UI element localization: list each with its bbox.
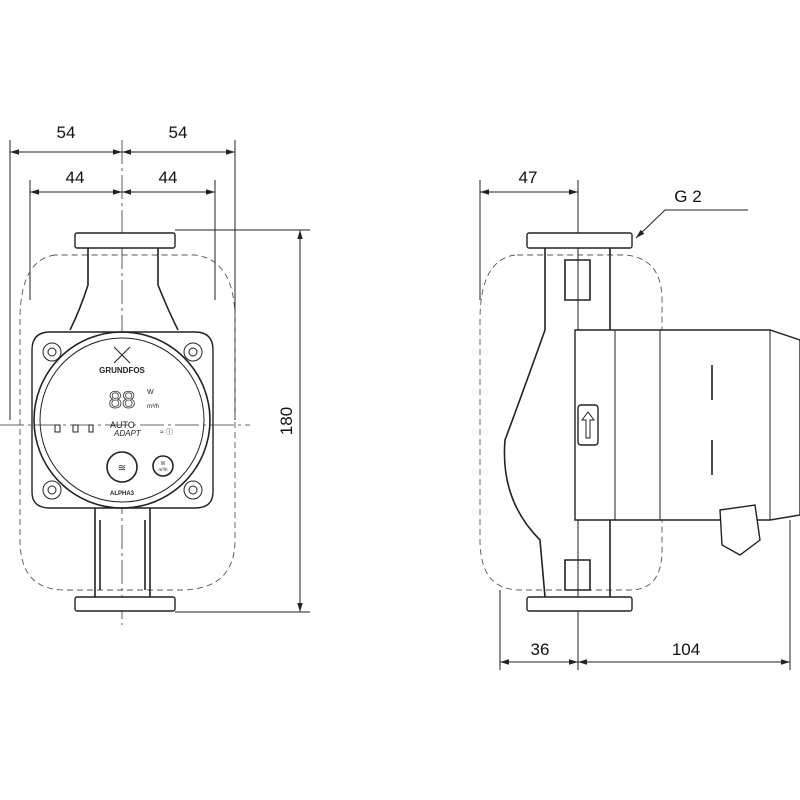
- unit-button-top: W: [161, 461, 166, 467]
- dim-bottom-right: 104: [672, 640, 700, 659]
- thread-label: G 2: [674, 187, 701, 206]
- front-view: 54 54 44 44 180 GRUNDFOS 88 W m³/h AUTO …: [0, 123, 310, 625]
- flow-direction-arrow-icon: [577, 404, 599, 446]
- dim-inner-right: 44: [159, 168, 178, 187]
- dim-inner-left: 44: [66, 168, 85, 187]
- dim-outer-right: 54: [169, 123, 188, 142]
- unit-button-bottom: m³/h: [159, 467, 168, 472]
- mode-icon-3: [88, 424, 94, 433]
- wifi-icon: ≈ ⓘ: [160, 428, 173, 436]
- side-bottom-flange: [526, 596, 633, 612]
- motor-housing: [574, 329, 800, 521]
- top-flange: [74, 232, 176, 249]
- mode-auto: AUTO: [110, 420, 135, 430]
- grundfos-logo-icon: [113, 346, 131, 364]
- unit-power: W: [147, 389, 154, 396]
- dim-bottom-left: 36: [531, 640, 550, 659]
- side-top-flange: [526, 232, 633, 249]
- mode-icon-1: [54, 424, 61, 433]
- brand-label: GRUNDFOS: [99, 366, 145, 375]
- mode-adapt: ADAPT: [113, 429, 142, 438]
- bottom-flange: [74, 596, 176, 612]
- mode-icon-2: [72, 424, 79, 433]
- unit-flow: m³/h: [147, 404, 159, 410]
- dim-inlet-offset: 47: [519, 168, 538, 187]
- side-view: 47 G 2 36 104: [479, 168, 800, 670]
- connector-box: [719, 504, 761, 556]
- pump-housing-plate: [31, 331, 214, 509]
- model-label: ALPHA3: [110, 491, 135, 497]
- dim-outer-left: 54: [57, 123, 76, 142]
- thread-leader: [635, 209, 748, 239]
- wireless-icon: ≋: [118, 463, 126, 474]
- unit-button[interactable]: [152, 455, 174, 477]
- dim-height: 180: [277, 407, 296, 435]
- connect-button[interactable]: [106, 451, 138, 483]
- side-envelope-outline: [479, 254, 663, 591]
- envelope-outline: [19, 254, 236, 591]
- display-digits: 88: [109, 387, 136, 414]
